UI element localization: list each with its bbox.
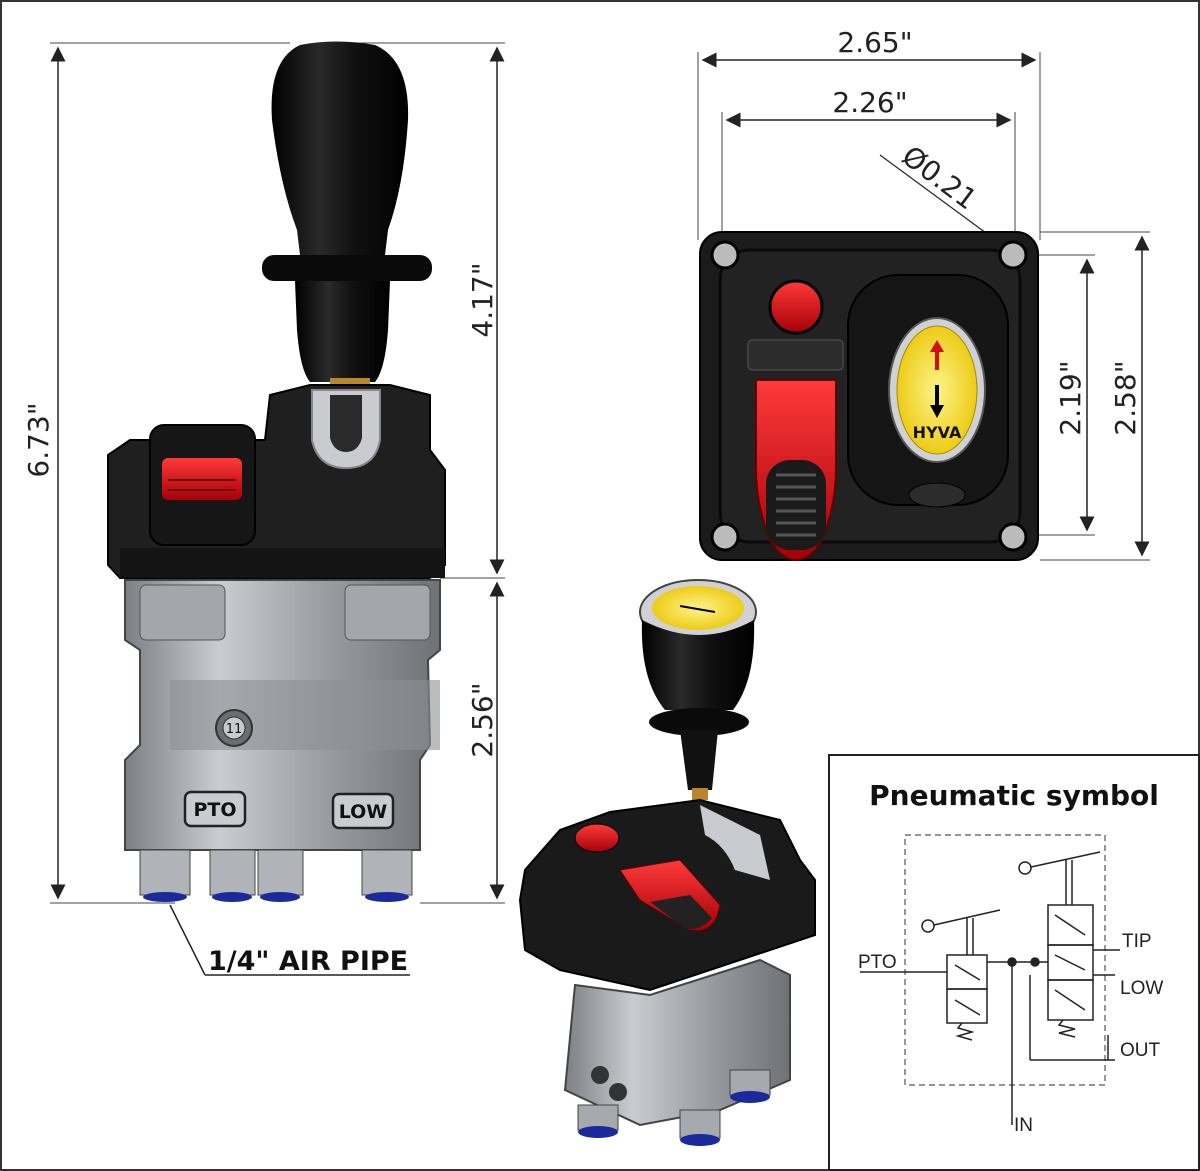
lever-knob (271, 41, 409, 255)
knob-collar (262, 255, 432, 281)
pneumatic-label-in: IN (1014, 1115, 1033, 1136)
pto-port-label: PTO (193, 799, 236, 821)
dimension-lower-height: 2.56" (466, 682, 499, 757)
top-view: 2.65" 2.26" Ø0.21 2.58" 2.19" (697, 26, 1150, 562)
pneumatic-symbol-title: Pneumatic symbol (869, 779, 1159, 812)
pto-port-plate (183, 790, 247, 828)
iso-knob-yellow-top (652, 586, 744, 630)
low-port-label: LOW (339, 801, 388, 823)
dimension-hole-diameter: Ø0.21 (896, 139, 983, 216)
dimension-upper-height: 4.17" (466, 262, 499, 337)
dimension-outer-height: 2.58" (1109, 360, 1142, 435)
iso-knob (641, 620, 755, 710)
front-view: 6.73" 4.17" 2.56" 11 PT (22, 41, 505, 977)
left-valve-symbol (921, 909, 1001, 1041)
pneumatic-label-tip: TIP (1122, 931, 1152, 952)
center-port-number: 11 (226, 722, 243, 737)
air-pipe-label: 1/4" AIR PIPE (208, 946, 408, 977)
pneumatic-lines (860, 949, 1120, 1125)
pneumatic-label-pto: PTO (858, 952, 897, 973)
dimension-overall-height: 6.73" (22, 402, 55, 477)
low-port-plate (331, 792, 395, 830)
isometric-view (518, 579, 816, 1146)
air-fittings (139, 849, 413, 902)
dimension-outer-width: 2.65" (837, 26, 912, 59)
knob-stem (295, 281, 390, 382)
red-indicator-light (768, 279, 824, 335)
pneumatic-symbol-panel: Pneumatic symbol (828, 754, 1200, 1171)
pneumatic-label-out: OUT (1120, 1040, 1161, 1061)
pneumatic-label-low: LOW (1120, 978, 1163, 999)
mounting-holes (710, 240, 1028, 552)
knob-brand: HYVA (913, 423, 962, 442)
dimension-hole-height: 2.19" (1054, 360, 1087, 435)
dimension-hole-width: 2.26" (832, 86, 907, 119)
